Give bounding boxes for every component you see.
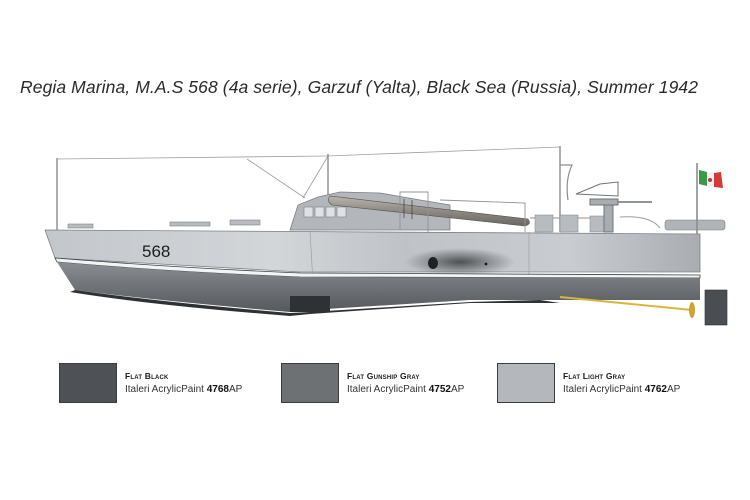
color-swatch [497,363,555,403]
paint-code-line: Italeri AcrylicPaint 4768AP [125,384,243,395]
rigging [56,146,561,199]
machine-gun [575,181,652,233]
paint-swatch-flat-black: Flat Black Italeri AcrylicPaint 4768AP [59,363,242,403]
hull-lower [57,262,700,312]
color-swatch [59,363,117,403]
hull-number: 568 [142,242,170,261]
paint-code-line: Italeri AcrylicPaint 4762AP [563,384,681,395]
paint-name: Flat Light Gray [563,371,626,381]
mas-568-boat-profile: 568 [44,146,728,326]
paint-swatch-flat-light-gray: Flat Light Gray Italeri AcrylicPaint 476… [497,363,680,403]
color-swatch [281,363,339,403]
profile-caption: Regia Marina, M.A.S 568 (4a serie), Garz… [20,77,699,97]
paint-code-line: Italeri AcrylicPaint 4752AP [347,384,465,395]
paint-swatch-flat-gunship-gray: Flat Gunship Gray Italeri AcrylicPaint 4… [281,363,464,403]
paint-name: Flat Gunship Gray [347,371,420,381]
italian-flag-icon [699,170,723,188]
bridge-windows [303,206,347,218]
paint-name: Flat Black [125,371,169,381]
